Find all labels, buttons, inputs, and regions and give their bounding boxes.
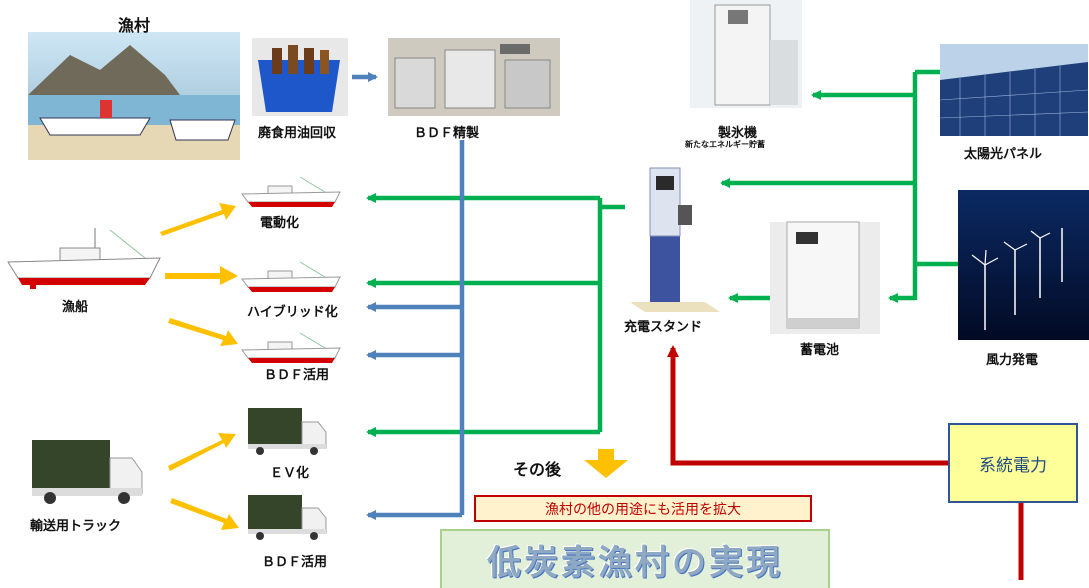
hybrid-label: ハイブリッド化 [247, 305, 338, 320]
charging-stand-label: 充電スタンド [624, 320, 703, 335]
ev-label: ＥＶ化 [270, 466, 310, 481]
fishing-boat-label: 漁船 [62, 300, 89, 315]
red-grid-lines [667, 345, 1024, 580]
ice-maker-sublabel: 新たなエネルギー貯蓄 [685, 140, 765, 149]
battery-image [770, 221, 880, 334]
fishing-village-image [28, 32, 240, 160]
truck-label: 輸送用トラック [30, 519, 122, 534]
afterwards-label: その後 [513, 460, 562, 479]
electric-boat-image [241, 176, 341, 207]
blue-bdf-lines [352, 72, 465, 520]
bdf-boat-label: ＢＤＦ活用 [264, 368, 330, 383]
truck-large-image [32, 440, 143, 504]
wind-farm-image [958, 190, 1089, 340]
low-carbon-goal-box: 低炭素漁村の実現 [440, 529, 830, 588]
ice-maker-label: 製氷機 [718, 126, 758, 141]
ev-truck-image [248, 408, 327, 455]
fishing-village-label: 漁村 [118, 16, 151, 35]
green-power-lines [366, 69, 958, 437]
solar-panel-image [939, 44, 1089, 136]
bdf-refining-label: ＢＤＦ精製 [414, 126, 480, 141]
bdf-plant-image [388, 38, 560, 116]
battery-label: 蓄電池 [800, 343, 840, 358]
conversion-arrows [160, 203, 239, 530]
fishing-boat-large-image [7, 228, 161, 289]
wind-power-label: 風力発電 [986, 353, 1039, 368]
charging-stand-image [630, 167, 720, 312]
bdf-truck-label: ＢＤＦ活用 [262, 555, 328, 570]
grid-power-box: 系統電力 [948, 423, 1078, 503]
waste-oil-image [252, 38, 348, 116]
expand-usage-box: 漁村の他の用途にも活用を拡大 [474, 495, 812, 522]
bdf-truck-image [248, 495, 327, 540]
ice-maker-image [690, 0, 802, 108]
solar-panel-label: 太陽光パネル [964, 147, 1043, 162]
afterwards-arrow [584, 449, 628, 478]
bdf-boat-image [241, 332, 341, 363]
hybrid-boat-image [241, 261, 341, 292]
waste-oil-label: 廃食用油回収 [258, 126, 337, 141]
electrification-label: 電動化 [260, 216, 300, 231]
